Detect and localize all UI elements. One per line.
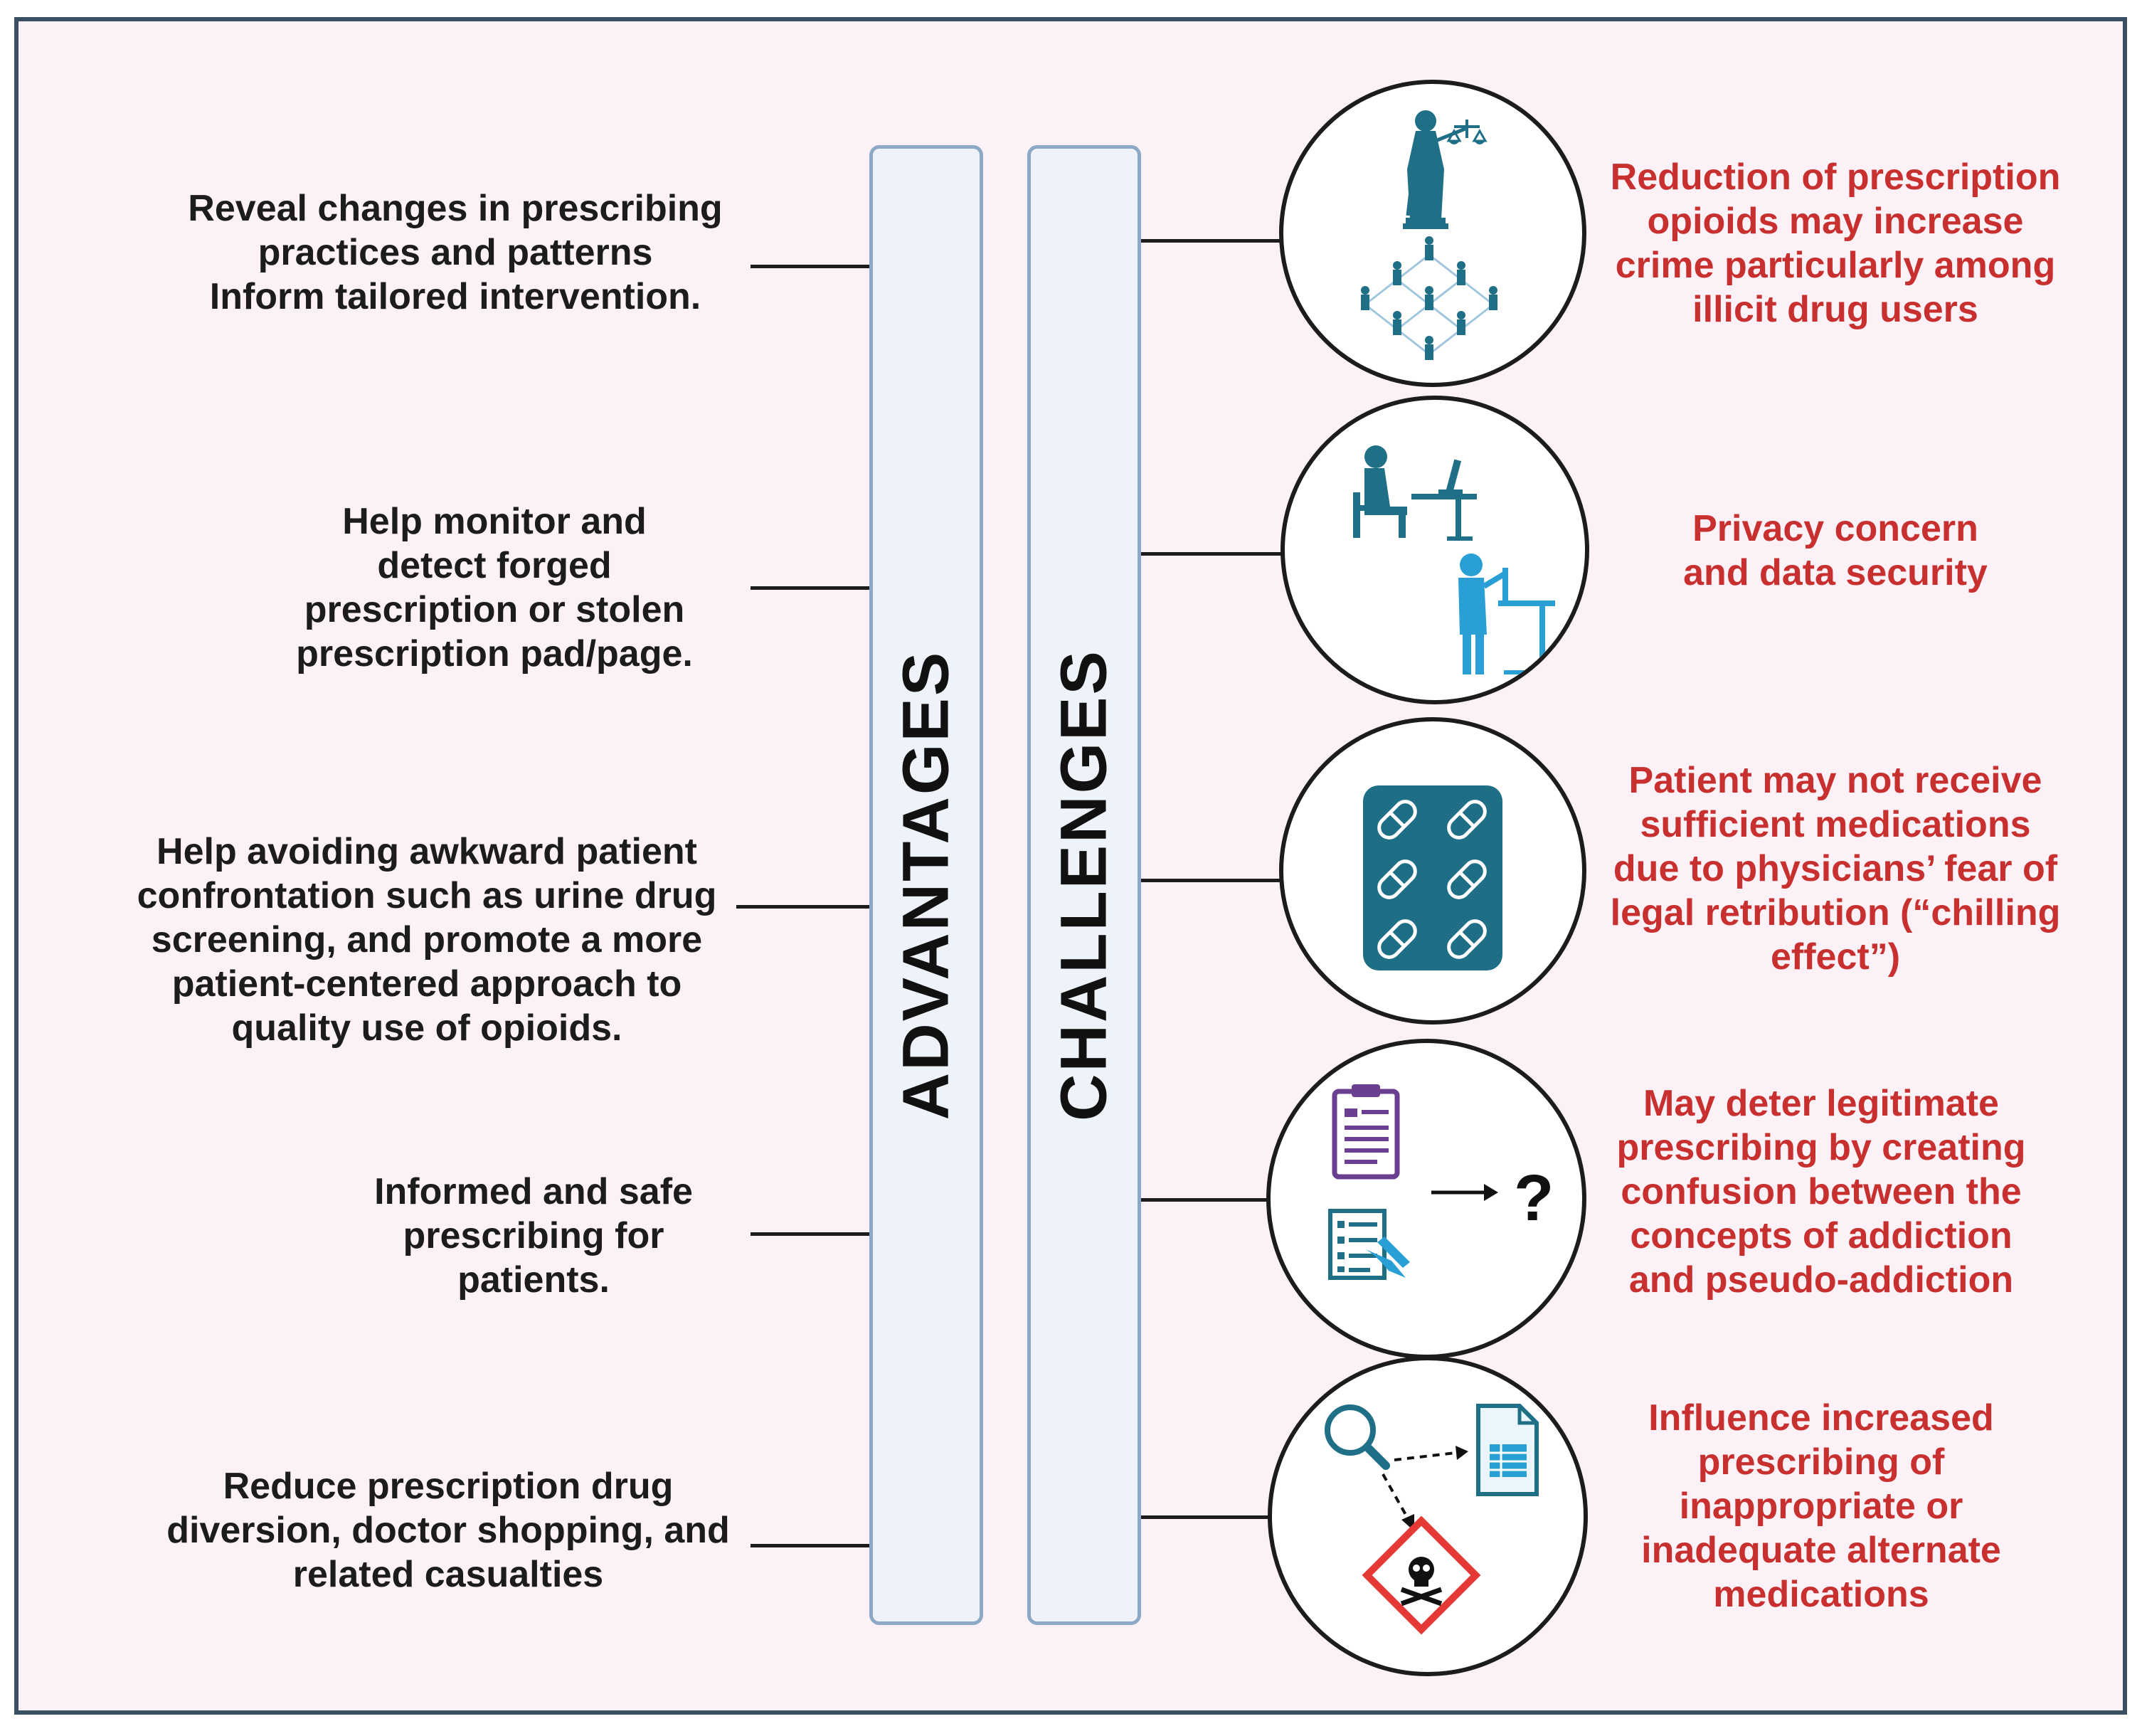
search-file-hazard-icon: [1325, 1404, 1539, 1635]
advantage-connector-3: [736, 905, 870, 909]
advantage-connector-4: [751, 1232, 870, 1236]
clipboard-question-icon: [1328, 1084, 1498, 1280]
advantage-text-3: Help avoiding awkward patient confrontat…: [137, 831, 717, 1049]
advantages-title: ADVANTAGES: [889, 650, 963, 1121]
advantage-text-5: Reduce prescription drug diversion, doct…: [166, 1466, 730, 1595]
advantage-connector-1: [751, 265, 870, 268]
challenge-circle-3: [1279, 717, 1586, 1025]
question-mark: ?: [1514, 1162, 1554, 1234]
challenge-connector-1: [1141, 239, 1280, 243]
challenge-circle-1: [1279, 80, 1586, 387]
computer-and-lab-worker-icon: [1353, 445, 1555, 674]
justice-and-network-icon: [1361, 110, 1497, 360]
advantage-text-2: Help monitor and detect forged prescript…: [296, 501, 693, 674]
challenge-text-2: Privacy concern and data security: [1683, 508, 1988, 593]
challenge-connector-4: [1141, 1198, 1269, 1202]
challenge-circle-4: [1266, 1039, 1586, 1359]
challenge-connector-3: [1141, 879, 1282, 882]
challenge-circle-2: [1281, 396, 1589, 704]
challenge-text-3: Patient may not receive sufficient medic…: [1610, 760, 2061, 978]
pill-blister-icon: [1363, 785, 1502, 970]
challenge-circle-5: [1268, 1356, 1588, 1676]
advantage-text-1: Reveal changes in prescribing practices …: [188, 188, 723, 317]
challenge-connector-5: [1141, 1515, 1269, 1519]
challenge-text-1: Reduction of prescription opioids may in…: [1610, 157, 2061, 330]
advantage-connector-2: [751, 586, 870, 590]
advantage-text-4: Informed and safe prescribing for patien…: [374, 1171, 693, 1301]
advantage-connector-5: [751, 1544, 870, 1547]
challenge-text-5: Influence increased prescribing of inapp…: [1641, 1397, 2001, 1615]
challenges-bar: CHALLENGES: [1027, 145, 1141, 1625]
challenge-text-4: May deter legitimate prescribing by crea…: [1616, 1083, 2026, 1301]
challenge-connector-2: [1141, 552, 1282, 556]
challenges-title: CHALLENGES: [1047, 649, 1120, 1121]
advantages-bar: ADVANTAGES: [869, 145, 983, 1625]
